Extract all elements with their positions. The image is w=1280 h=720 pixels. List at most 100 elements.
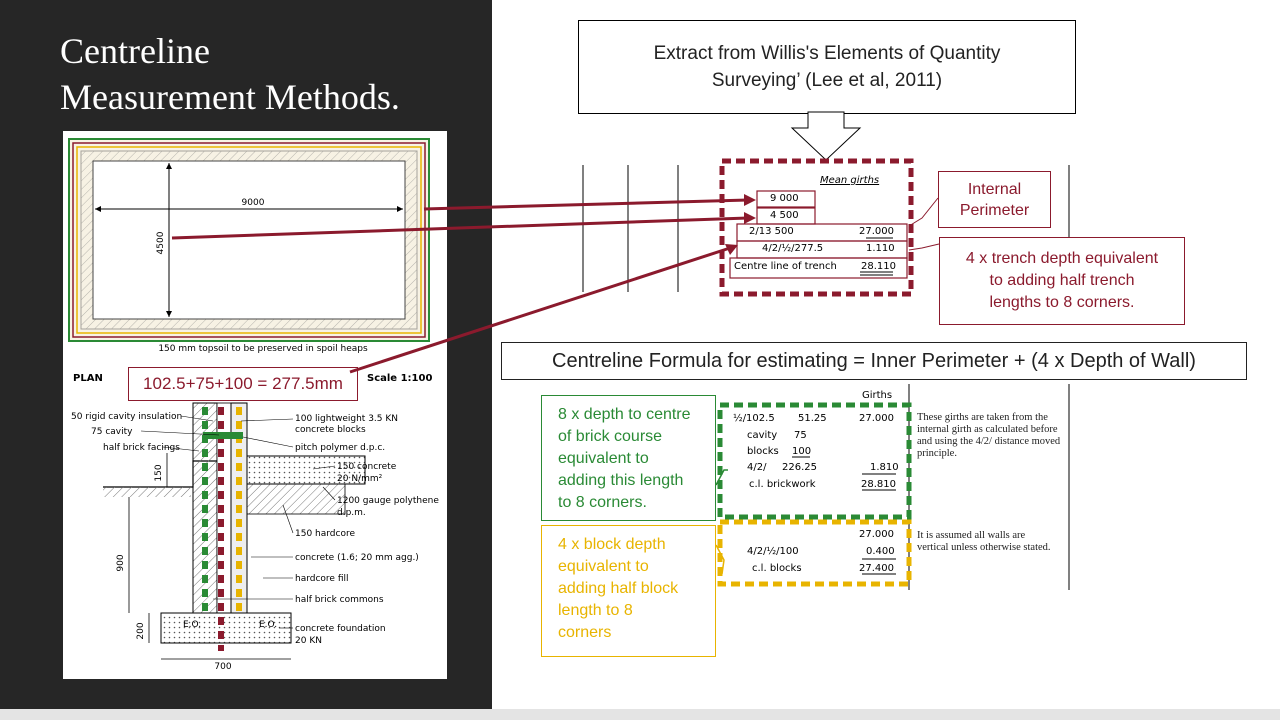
callout-line: 4 x trench depth equivalent: [965, 250, 1159, 267]
concrete-foundation: [160, 612, 292, 644]
label-foundation-1: concrete foundation: [295, 624, 386, 634]
label-facings: half brick facings: [103, 443, 180, 453]
label-dpc: pitch polymer d.p.c.: [295, 443, 385, 453]
callout-line: to 8 corners.: [558, 494, 647, 511]
row3-desc: Centre line of trench: [734, 261, 837, 272]
plan-outline-3: [76, 146, 422, 334]
internal-perimeter-callout: Internal Perimeter: [938, 171, 1051, 228]
dpc-marker: [203, 432, 243, 439]
label-leaders: [140, 415, 336, 629]
row3-box: [729, 257, 908, 279]
ground-hatch-left: [103, 487, 191, 497]
brick-row-1-val: 27.000: [859, 413, 894, 424]
block-row-3-val: 27.400: [859, 563, 894, 574]
arrow-icon: [744, 212, 756, 224]
slide-title-line-1: Centreline: [60, 31, 210, 71]
block-depth-callout: 4 x block depth equivalent to adding hal…: [541, 525, 716, 657]
plan-internal-area: [92, 160, 406, 320]
row3-val: 28.110: [861, 261, 896, 272]
construction-drawing: 9000 4500 150 mm topsoil to be preserved…: [63, 131, 447, 679]
plan-outline-2: [72, 142, 426, 338]
maroon-arrows: [171, 198, 749, 374]
topsoil-note: 150 mm topsoil to be preserved in spoil …: [158, 344, 368, 354]
callout-line: equivalent to: [558, 450, 649, 467]
green-pointer: [715, 469, 728, 486]
brick-row-1-part: 51.25: [798, 413, 827, 424]
arrow-icon: [166, 311, 172, 317]
plan-and-section-svg: 9000 4500 150 mm topsoil to be preserved…: [68, 138, 439, 672]
source-line-1: Extract from Willis's Elements of Quanti…: [653, 43, 1001, 64]
ledger-rules: [582, 165, 1070, 590]
mean-girths-box: [719, 158, 914, 297]
mean-girths-width: 4 500: [770, 210, 799, 221]
centreline-formula: Centreline Formula for estimating = Inne…: [501, 342, 1247, 380]
brick-row-5-val: 28.810: [861, 479, 896, 490]
label-hardcore-fill: hardcore fill: [295, 574, 349, 584]
girths-heading: Girths: [862, 390, 893, 401]
down-arrow-icon: [790, 111, 862, 161]
source-line-2: Surveying’ (Lee et al, 2011): [711, 70, 943, 91]
brick-row-2-desc: cavity: [747, 430, 778, 441]
trench-depth-callout: 4 x trench depth equivalent to adding ha…: [939, 237, 1185, 325]
label-polythene-1: 1200 gauge polythene: [337, 496, 439, 506]
label-polythene-2: d.p.m.: [337, 508, 366, 518]
block-row-3-desc: c.l. blocks: [752, 563, 802, 574]
brick-depth-callout: 8 x depth to centre of brick course equi…: [541, 395, 716, 521]
block-row-1-val: 27.000: [859, 529, 894, 540]
label-commons: half brick commons: [295, 595, 384, 605]
arrow-icon: [725, 244, 738, 255]
label-concrete-1: 150 concrete: [337, 462, 397, 472]
row1-desc: 2/13 500: [749, 226, 794, 237]
label-insulation: 50 rigid cavity insulation: [71, 412, 182, 422]
internal-perimeter-pointer: [908, 197, 939, 227]
hardcore-layer: [244, 483, 346, 515]
row1-val: 27.000: [859, 226, 894, 237]
plan-length-label: 9000: [242, 198, 265, 208]
label-cavity: 75 cavity: [91, 427, 133, 437]
callout-line: lengths to 8 corners.: [989, 294, 1135, 311]
callout-line: length to 8: [558, 602, 633, 619]
eo-right: E.O.: [259, 620, 277, 630]
label-hardcore: 150 hardcore: [295, 529, 355, 539]
callout-line: 4 x block depth: [558, 536, 666, 553]
brick-row-1-desc: ½/102.5: [733, 413, 775, 424]
block-depth-calc-label: 102.5+75+100 = 277.5mm: [128, 367, 358, 401]
callout-line: of brick course: [558, 428, 663, 445]
label-blocks-2: concrete blocks: [295, 425, 366, 435]
brick-row-4-desc: 4/2/: [747, 462, 767, 473]
trench-pointer: [908, 243, 940, 251]
callout-line: Perimeter: [959, 201, 1030, 219]
eo-left: E.O.: [183, 620, 201, 630]
source-citation-box: Extract from Willis's Elements of Quanti…: [578, 20, 1076, 114]
row2-val: 1.110: [866, 243, 895, 254]
slide-title: Centreline Measurement Methods.: [60, 28, 480, 120]
arrow-icon: [95, 206, 101, 212]
row2-desc: 4/2/½/277.5: [762, 243, 824, 254]
slide-title-line-2: Measurement Methods.: [60, 77, 400, 117]
brick-row-3-part: 100: [792, 446, 812, 457]
brick-row-3-desc: blocks: [747, 446, 779, 457]
callout-line: adding this length: [558, 472, 684, 489]
brick-row-2-part: 75: [794, 430, 807, 441]
plan-width-label: 4500: [156, 231, 166, 254]
mean-girths-length: 9 000: [770, 193, 799, 204]
brick-row-4-part: 226.25: [782, 462, 817, 473]
scale-label: Scale 1:100: [367, 373, 432, 384]
callout-line: to adding half trench: [989, 272, 1135, 289]
dim-150: 150: [154, 464, 164, 481]
dim-200: 200: [136, 622, 146, 639]
label-blocks-1: 100 lightweight 3.5 KN: [295, 414, 398, 424]
yellow-pointer: [715, 544, 725, 575]
callout-line: equivalent to: [558, 558, 649, 575]
block-row-2-desc: 4/2/½/100: [747, 546, 799, 557]
label-concrete-2: 20 N/mm²: [337, 474, 383, 484]
label-concrete-agg: concrete (1.6; 20 mm agg.): [295, 553, 419, 563]
callout-line: adding half block: [558, 580, 679, 597]
callout-line: corners: [558, 624, 612, 641]
dim-900: 900: [116, 554, 126, 571]
brick-row-5-desc: c.l. brickwork: [749, 479, 816, 490]
girths-note-2: It is assumed all walls are vertical unl…: [917, 530, 1051, 553]
callout-line: 8 x depth to centre: [558, 406, 691, 423]
arrow-icon: [166, 163, 172, 169]
